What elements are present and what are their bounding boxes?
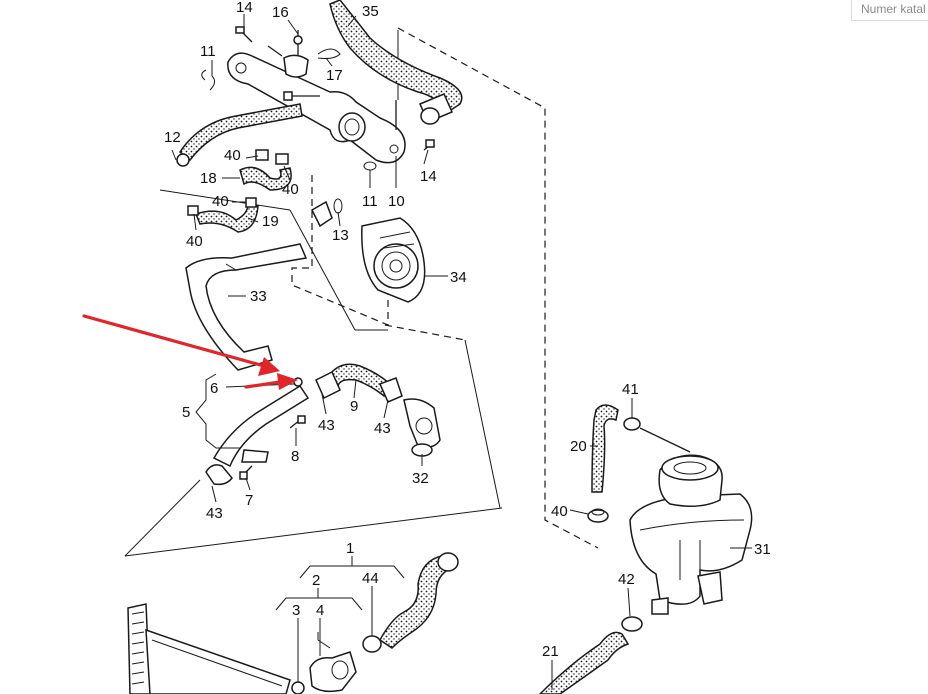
flange-assembly xyxy=(201,26,435,171)
pipe-5 xyxy=(205,377,310,486)
hose-21 xyxy=(538,631,630,694)
callout-16: 16 xyxy=(272,4,289,21)
callout-40: 40 xyxy=(282,181,299,198)
callout-11: 11 xyxy=(200,43,216,60)
callout-14: 14 xyxy=(420,168,437,185)
callout-3: 3 xyxy=(292,602,300,619)
hose-35 xyxy=(329,0,463,114)
radiator xyxy=(127,603,291,694)
callout-43: 43 xyxy=(206,505,223,522)
hose-12 xyxy=(178,103,303,162)
thermostat-housing-34 xyxy=(361,217,426,303)
callout-2: 2 xyxy=(312,572,320,589)
callout-13: 13 xyxy=(332,227,349,244)
expansion-tank-31 xyxy=(629,454,753,615)
callout-40: 40 xyxy=(224,147,241,164)
callout-labels: 14 16 35 11 17 12 40 18 40 11 10 14 40 1… xyxy=(164,0,771,660)
callout-5: 5 xyxy=(182,404,190,421)
callout-14: 14 xyxy=(236,0,253,16)
callout-40: 40 xyxy=(551,503,568,520)
clamp-42 xyxy=(621,616,643,632)
callout-40: 40 xyxy=(212,193,229,210)
callout-34: 34 xyxy=(450,269,467,286)
callout-leader-lines xyxy=(171,14,752,690)
hose-1 xyxy=(379,555,454,649)
callout-12: 12 xyxy=(164,129,181,146)
callout-11: 11 xyxy=(362,193,378,210)
callout-19: 19 xyxy=(262,213,279,230)
coupling-13 xyxy=(311,200,333,228)
callout-44: 44 xyxy=(362,570,379,587)
callout-7: 7 xyxy=(245,492,253,509)
callout-33: 33 xyxy=(250,288,267,305)
callout-brackets xyxy=(195,373,405,649)
hose-19 xyxy=(195,203,259,233)
callout-42: 42 xyxy=(618,571,635,588)
annotation-arrows xyxy=(82,314,298,390)
catalog-number-placeholder: Numer katal xyxy=(861,2,926,16)
callout-41: 41 xyxy=(622,381,639,398)
pipe-33 xyxy=(185,243,308,371)
callout-31: 31 xyxy=(754,541,771,558)
callout-21: 21 xyxy=(542,643,559,660)
callout-6: 6 xyxy=(210,380,218,397)
callout-10: 10 xyxy=(388,193,405,210)
callout-35: 35 xyxy=(362,3,379,20)
callout-20: 20 xyxy=(570,438,587,455)
clamp-40 xyxy=(587,508,609,523)
catalog-number-input[interactable]: Numer katal xyxy=(851,0,928,21)
hose-20 xyxy=(591,404,619,493)
callout-40: 40 xyxy=(186,233,203,250)
callout-43: 43 xyxy=(318,417,335,434)
hose-18 xyxy=(239,166,292,191)
callout-1: 1 xyxy=(346,540,354,557)
coolant-pump-4 xyxy=(309,651,357,693)
callout-8: 8 xyxy=(291,448,299,465)
callout-18: 18 xyxy=(200,170,217,187)
coolant-outlet-32 xyxy=(403,398,441,457)
callout-9: 9 xyxy=(350,398,358,415)
callout-4: 4 xyxy=(316,602,324,619)
hose-9 xyxy=(329,363,394,398)
callout-32: 32 xyxy=(412,470,429,487)
assembly-boundary-lines xyxy=(124,27,599,557)
callout-43: 43 xyxy=(374,420,391,437)
callout-17: 17 xyxy=(326,67,343,84)
